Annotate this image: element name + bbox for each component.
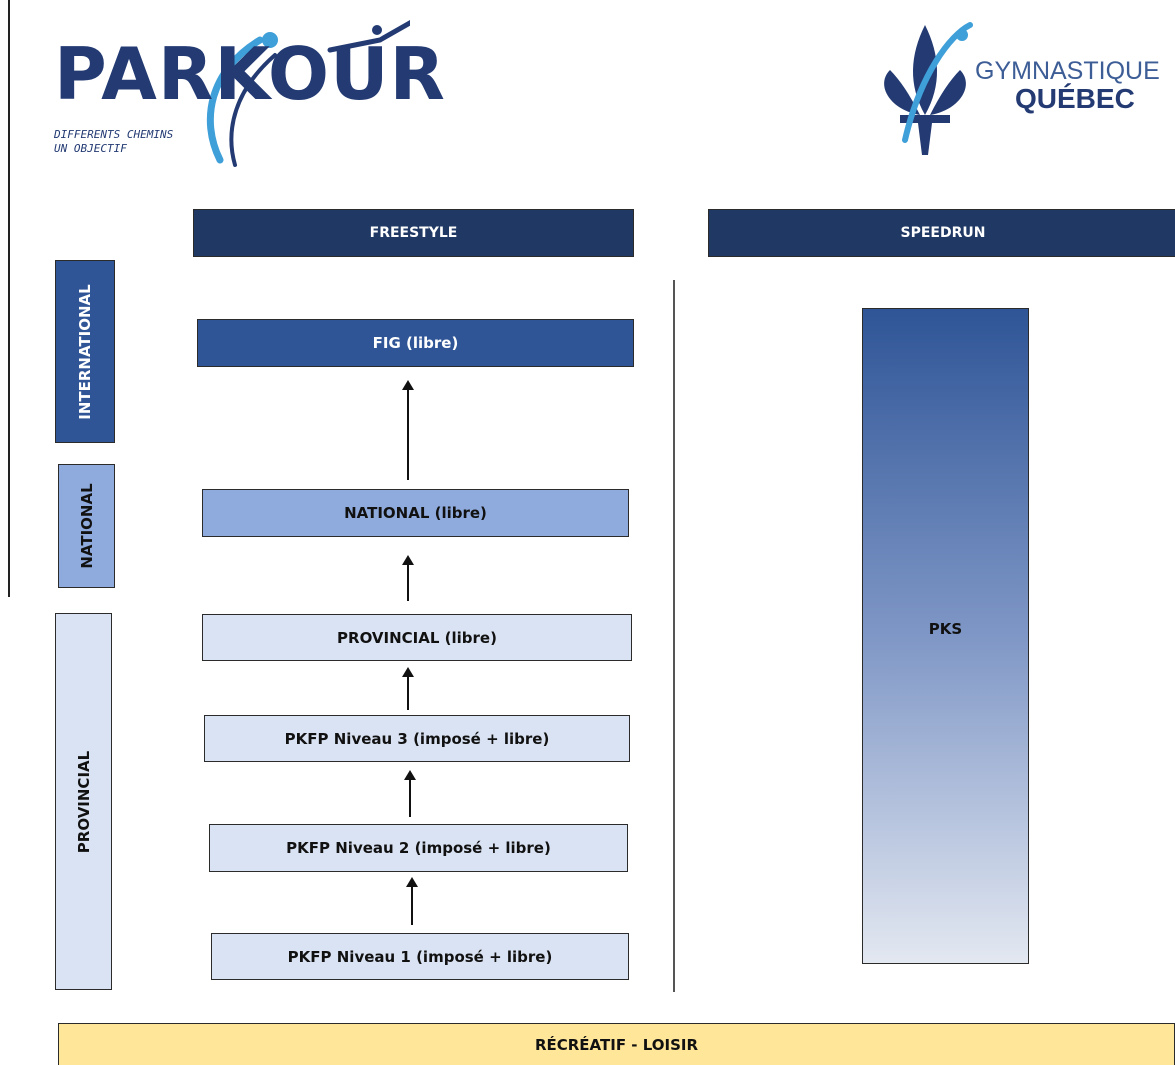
level-international-label: INTERNATIONAL [76,283,94,420]
step-pkfp-3: PKFP Niveau 3 (imposé + libre) [204,715,630,762]
parkour-swirl-graphic [206,19,410,167]
left-edge-line [8,0,10,597]
arrow-up-icon [402,555,414,601]
parkour-tagline-line2: UN OBJECTIF [54,142,127,155]
speedrun-pks-label: PKS [928,620,963,638]
parkour-logo: PARKOUR DIFFERENTS CHEMINS UN OBJECTIF [40,10,445,170]
level-provincial-label: PROVINCIAL [74,750,93,853]
level-national-label: NATIONAL [77,483,96,569]
step-pkfp-1: PKFP Niveau 1 (imposé + libre) [211,933,629,980]
arrow-up-icon [406,877,418,925]
parkour-tagline-line1: DIFFERENTS CHEMINS [54,128,174,141]
step-national: NATIONAL (libre) [202,489,629,537]
quebec-text: QUÉBEC [1015,83,1135,114]
speedrun-pks: PKS [862,308,1029,964]
step-fig: FIG (libre) [197,319,634,367]
footer-recreatif-loisir: RÉCRÉATIF - LOISIR [58,1023,1175,1065]
arrow-up-icon [402,667,414,710]
gymnastique-quebec-logo: GYMNASTIQUE QUÉBEC [870,15,1175,165]
arrow-up-icon [404,770,416,817]
step-provincial: PROVINCIAL (libre) [202,614,632,661]
column-divider [673,280,675,992]
freestyle-header: FREESTYLE [193,209,634,257]
arrow-up-icon [402,380,414,480]
level-provincial: PROVINCIAL [55,613,112,990]
parkour-wordmark: PARKOUR [54,32,446,116]
level-international: INTERNATIONAL [55,260,115,443]
speedrun-header: SPEEDRUN [708,209,1175,257]
fleur-de-lis-icon [884,22,973,155]
gymnastique-text: GYMNASTIQUE [975,57,1160,85]
step-pkfp-2: PKFP Niveau 2 (imposé + libre) [209,824,628,872]
level-national: NATIONAL [58,464,115,588]
